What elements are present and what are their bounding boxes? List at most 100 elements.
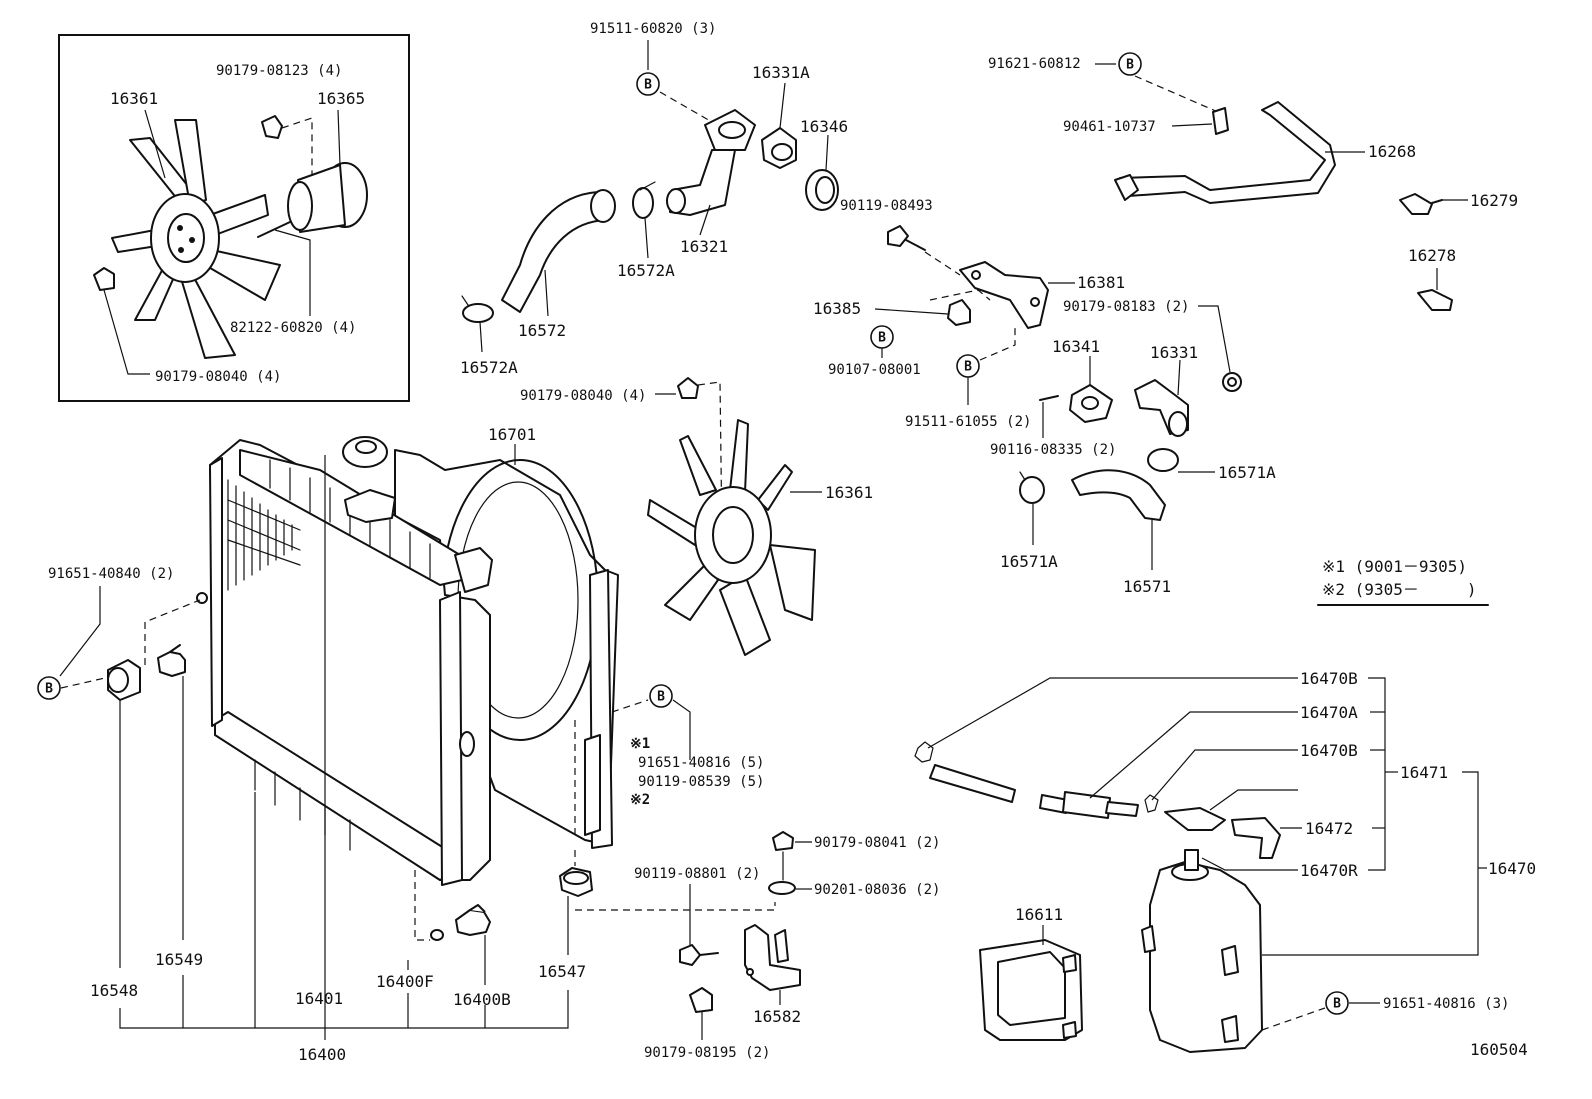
- label-16701: 16701: [488, 425, 536, 444]
- stud-insert: [257, 221, 291, 238]
- label-16548: 16548: [90, 981, 138, 1000]
- label-91651-40840: 91651-40840 (2): [48, 566, 174, 582]
- nut-fan: [677, 377, 699, 399]
- cushion-16547-drawing: [559, 867, 593, 897]
- ref-marker-b: B: [870, 325, 894, 349]
- sensor-drawing: [761, 127, 797, 169]
- mark-2: ※2: [630, 792, 650, 808]
- label-90461-10737: 90461-10737: [1063, 119, 1156, 135]
- leader: [144, 599, 201, 665]
- water-inlet-drawing: [1134, 379, 1189, 437]
- svg-text:B: B: [1333, 997, 1341, 1012]
- svg-text:B: B: [657, 690, 665, 705]
- ref-marker-b: B: [1325, 991, 1349, 1015]
- leader: [1134, 75, 1219, 113]
- mark-1: ※1: [630, 736, 650, 752]
- leader: [59, 586, 101, 677]
- label-91511-61055: 91511-61055 (2): [905, 414, 1031, 430]
- label-16470R: 16470R: [1300, 861, 1358, 880]
- bracket-16385-drawing: [947, 299, 971, 326]
- label-16470B-2: 16470B: [1300, 741, 1358, 760]
- leader: [479, 321, 483, 353]
- washer-90201-08036: [768, 881, 796, 895]
- support-16582-drawing: [744, 924, 801, 991]
- clamp-16572A-lower: [461, 295, 494, 323]
- ref-marker-b: B: [1118, 52, 1142, 76]
- label-90179-08195: 90179-08195 (2): [644, 1045, 770, 1061]
- leader: [1089, 711, 1298, 799]
- pipe-end: [1114, 174, 1139, 201]
- label-16472: 16472: [1305, 819, 1353, 838]
- legend-note-2: ※2 (9305－ ): [1322, 580, 1476, 599]
- legend-note-1: ※1 (9001－9305): [1322, 557, 1467, 576]
- gasket-ring-drawing: [805, 169, 839, 211]
- label-91621-60812: 91621-60812: [988, 56, 1081, 72]
- upper-hose-drawing: [501, 191, 606, 313]
- clamp-16572A-upper: [632, 181, 656, 219]
- label-90119-08801: 90119-08801 (2): [634, 866, 760, 882]
- cock-16278-drawing: [1417, 289, 1453, 311]
- nut-insert-top: [261, 115, 283, 139]
- label-16400: 16400: [298, 1045, 346, 1064]
- bushing-16548-drawing: [107, 659, 141, 701]
- label-16331A: 16331A: [752, 63, 810, 82]
- label-16547: 16547: [538, 962, 586, 981]
- gasket-16341-drawing: [1069, 384, 1113, 423]
- leader: [672, 699, 691, 760]
- leader: [274, 229, 311, 316]
- label-16365: 16365: [317, 89, 365, 108]
- detail-box: [58, 34, 410, 402]
- label-16268: 16268: [1368, 142, 1416, 161]
- fan-insert-drawing: [111, 119, 281, 359]
- svg-text:B: B: [1126, 58, 1134, 73]
- ref-marker-b: B: [956, 354, 980, 378]
- leader: [119, 990, 569, 1029]
- oring-drawing: [430, 929, 444, 941]
- label-16470B-1: 16470B: [1300, 669, 1358, 688]
- label-16361-main: 16361: [825, 483, 873, 502]
- leader: [60, 677, 106, 689]
- ref-marker-b: B: [37, 676, 61, 700]
- leader: [144, 109, 166, 179]
- radiator-drawing: [196, 436, 613, 886]
- lower-hose-drawing: [1071, 469, 1166, 521]
- clamp-16571A-left: [1019, 471, 1045, 504]
- reservoir-tank-drawing: [1141, 849, 1263, 1053]
- leader: [929, 289, 991, 301]
- label-16400F: 16400F: [376, 972, 434, 991]
- label-16321: 16321: [680, 237, 728, 256]
- leader: [927, 677, 1298, 749]
- label-16341: 16341: [1052, 337, 1100, 356]
- label-16279: 16279: [1470, 191, 1518, 210]
- leader: [1201, 857, 1298, 871]
- diagram-id: 160504: [1470, 1040, 1528, 1059]
- label-16331: 16331: [1150, 343, 1198, 362]
- leader: [575, 902, 776, 911]
- svg-text:B: B: [644, 78, 652, 93]
- ref-marker-b: B: [636, 72, 660, 96]
- stud-drawing: [1039, 395, 1059, 401]
- leader: [874, 308, 949, 315]
- leader: [103, 289, 150, 375]
- leader: [1151, 749, 1298, 801]
- fluid-coupling-drawing: [287, 162, 368, 233]
- label-16385: 16385: [813, 299, 861, 318]
- label-16571: 16571: [1123, 577, 1171, 596]
- leader: [1368, 677, 1386, 871]
- label-16572A-upper: 16572A: [617, 261, 675, 280]
- label-16470A: 16470A: [1300, 703, 1358, 722]
- label-16611: 16611: [1015, 905, 1063, 924]
- label-16400B: 16400B: [453, 990, 511, 1009]
- label-90179-08123: 90179-08123 (4): [216, 63, 342, 79]
- leader: [414, 870, 430, 941]
- label-16572: 16572: [518, 321, 566, 340]
- leader: [1198, 305, 1231, 373]
- leader: [1262, 771, 1479, 956]
- label-16401: 16401: [295, 989, 343, 1008]
- svg-text:B: B: [964, 360, 972, 375]
- leader: [1209, 789, 1298, 811]
- label-90201-08036: 90201-08036 (2): [814, 882, 940, 898]
- hose-end: [590, 189, 616, 223]
- leader: [644, 217, 649, 259]
- leader: [979, 325, 1016, 361]
